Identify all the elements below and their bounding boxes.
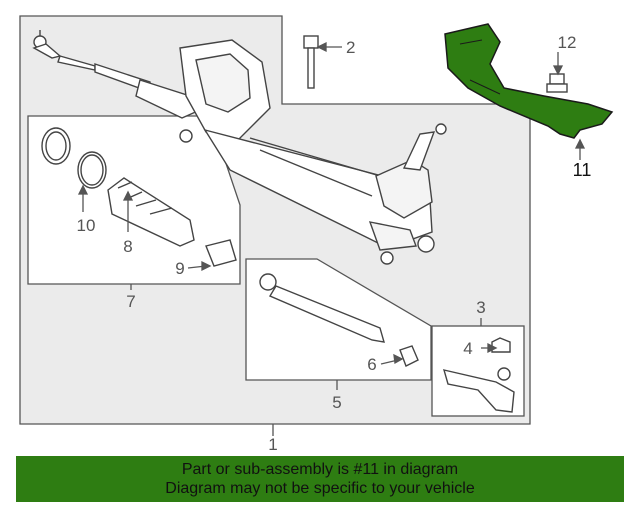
callout-6: 6 [367, 355, 376, 374]
callout-8: 8 [123, 237, 132, 256]
callout-3: 3 [476, 298, 485, 317]
info-banner: Part or sub-assembly is #11 in diagram D… [16, 456, 624, 502]
bolt-icon [304, 36, 318, 88]
banner-line-2: Diagram may not be specific to your vehi… [165, 479, 474, 498]
shield-bolt-icon [547, 74, 567, 92]
callout-10: 10 [77, 216, 96, 235]
banner-line-1: Part or sub-assembly is #11 in diagram [182, 460, 458, 479]
callout-4: 4 [463, 339, 472, 358]
callout-12: 12 [558, 33, 577, 52]
callout-2: 2 [346, 38, 355, 57]
callout-9: 9 [175, 259, 184, 278]
callout-5: 5 [332, 393, 341, 412]
callout-1: 1 [268, 435, 277, 454]
callout-11: 11 [573, 160, 592, 180]
callout-7: 7 [126, 292, 135, 311]
